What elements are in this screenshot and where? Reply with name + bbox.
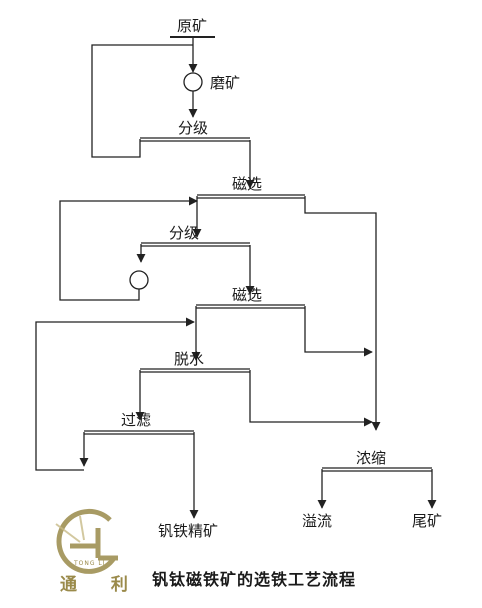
node-classify-2: 分级 [169,224,200,242]
output-tailings: 尾矿 [412,512,443,530]
regrind-recycle-line [59,196,198,301]
node-grinding: 磨矿 [210,74,241,92]
filtrate-recycle-line [35,317,195,471]
node-thickening: 浓缩 [356,449,387,467]
magsep1-tail-line [304,196,381,431]
dewater-overflow-line [249,370,373,427]
node-filtering: 过滤 [121,411,152,429]
node-classify-1: 分级 [178,119,209,137]
node-dewatering: 脱水 [174,350,205,368]
regrind-mill-symbol [129,270,149,290]
grinding-mill-symbol [183,72,203,92]
node-magnetic-separation-2: 磁选 [232,286,263,304]
logo-chinese-text: 通 利 [60,575,142,595]
output-overflow: 溢流 [302,512,333,530]
logo-english-text: TONG LI [74,560,106,567]
tongli-logo [55,508,118,574]
magsep2-tail-line [304,306,373,357]
output-concentrate: 钒铁精矿 [158,522,219,540]
figure-caption: 钒钛磁铁矿的选铁工艺流程 [152,570,357,589]
node-raw-ore: 原矿 [177,17,208,35]
classifier1-recycle-line [91,44,193,158]
node-magnetic-separation-1: 磁选 [232,175,263,193]
